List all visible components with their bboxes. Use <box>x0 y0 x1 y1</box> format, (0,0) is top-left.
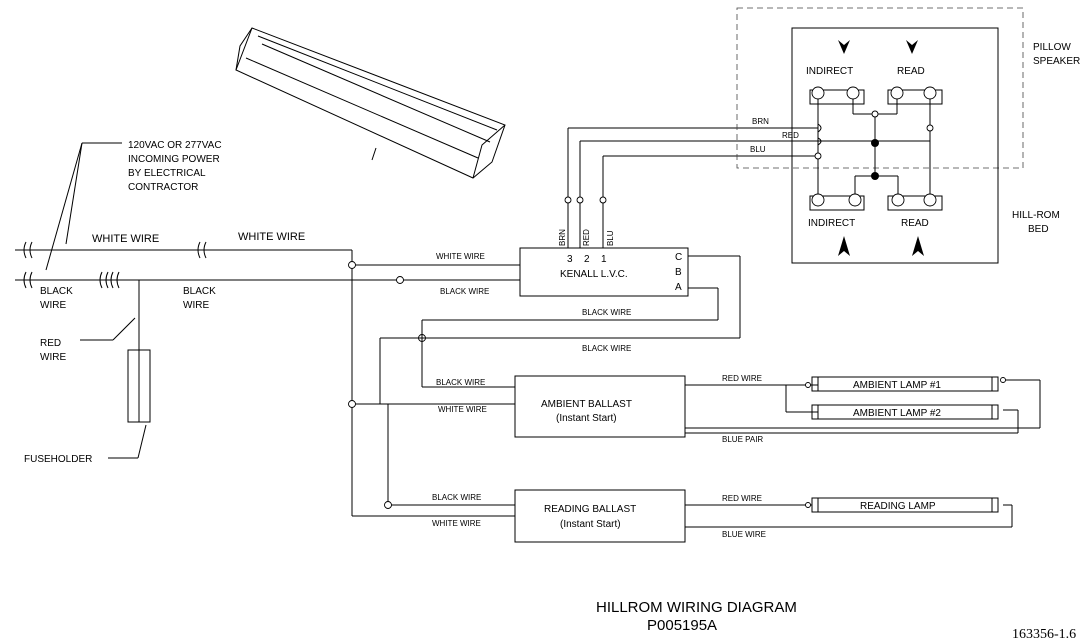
ambient-lamp-1: AMBIENT LAMP #1 <box>811 376 999 392</box>
black-wire-label-mid-1: BLACK <box>183 286 216 297</box>
reading-white-wire-label: WHITE WIRE <box>432 519 481 528</box>
drawing-number: P005195A <box>647 617 717 634</box>
indirect-arrow-top-icon <box>838 40 850 54</box>
ambient-ballast-name: AMBIENT BALLAST <box>541 399 632 410</box>
black-wire-label-mid-2: WIRE <box>183 300 209 311</box>
lvc-output-wiring <box>379 255 741 404</box>
diagram-title: HILLROM WIRING DIAGRAM <box>596 599 797 616</box>
blu-label-vertical: BLU <box>606 230 615 246</box>
read-arrow-bottom-icon <box>912 236 924 256</box>
pillow-speaker-label-1: PILLOW <box>1033 42 1071 53</box>
blue-pair-label: BLUE PAIR <box>722 435 763 444</box>
reading-output-wiring <box>685 502 1013 528</box>
read-label-bottom: READ <box>901 218 929 229</box>
indirect-arrow-bottom-icon <box>838 236 850 256</box>
power-note: 120VAC OR 277VAC INCOMING POWER BY ELECT… <box>45 140 222 271</box>
red-wire-label-2: WIRE <box>40 352 66 363</box>
supply-wiring <box>15 241 520 517</box>
reading-red-wire-label: RED WIRE <box>722 494 762 503</box>
lvc-terminal-3: 3 <box>567 254 573 265</box>
reading-ballast-name: READING BALLAST <box>544 504 636 515</box>
light-fixture-illustration <box>235 27 506 179</box>
power-note-line-4: CONTRACTOR <box>128 182 198 193</box>
lvc-terminal-c: C <box>675 252 682 263</box>
ambient-red-wire-label: RED WIRE <box>722 374 762 383</box>
ambient-ballast: AMBIENT BALLAST (Instant Start) <box>514 375 686 438</box>
lvc-white-wire-label: WHITE WIRE <box>436 252 485 261</box>
reading-lamp: READING LAMP <box>811 497 999 513</box>
red-label: RED <box>782 131 799 140</box>
black-wire-label-a: BLACK WIRE <box>582 308 631 317</box>
fuseholder-label: FUSEHOLDER <box>24 454 92 465</box>
lvc-terminal-b: B <box>675 267 682 278</box>
read-arrow-top-icon <box>906 40 918 54</box>
blue-wire-label: BLUE WIRE <box>722 530 766 539</box>
black-wire-label-left-2: WIRE <box>40 300 66 311</box>
pillow-speaker-label-2: SPEAKER <box>1033 56 1080 67</box>
ambient-white-wire-label: WHITE WIRE <box>438 405 487 414</box>
red-label-vertical: RED <box>582 229 591 246</box>
reading-lamp-label: READING LAMP <box>860 501 936 512</box>
lvc-terminal-1: 1 <box>601 254 607 265</box>
red-wire-label-1: RED <box>40 338 61 349</box>
hill-rom-bed-label-2: BED <box>1028 224 1049 235</box>
ambient-black-wire-label: BLACK WIRE <box>436 378 485 387</box>
indirect-label-top: INDIRECT <box>806 66 853 77</box>
black-wire-label-c: BLACK WIRE <box>582 344 631 353</box>
kenall-lvc: KENALL L.V.C. 3 2 1 C B A <box>519 247 689 297</box>
power-note-line-2: INCOMING POWER <box>128 154 220 165</box>
black-wire-label-left-1: BLACK <box>40 286 73 297</box>
power-note-line-1: 120VAC OR 277VAC <box>128 140 222 151</box>
blu-label: BLU <box>750 145 766 154</box>
ambient-lamp-2: AMBIENT LAMP #2 <box>811 404 999 420</box>
white-wire-label-1: WHITE WIRE <box>92 233 159 245</box>
lvc-terminal-a: A <box>675 282 682 293</box>
brn-label-vertical: BRN <box>558 229 567 246</box>
lvc-name: KENALL L.V.C. <box>560 269 628 280</box>
hill-rom-bed-label-1: HILL-ROM <box>1012 210 1060 221</box>
read-label-top: READ <box>897 66 925 77</box>
ambient-lamp-1-label: AMBIENT LAMP #1 <box>853 380 941 391</box>
ambient-output-wiring <box>685 377 1041 434</box>
white-wire-label-2: WHITE WIRE <box>238 231 305 243</box>
lvc-terminal-2: 2 <box>584 254 590 265</box>
brn-label: BRN <box>752 117 769 126</box>
ambient-lamp-2-label: AMBIENT LAMP #2 <box>853 408 941 419</box>
power-note-line-3: BY ELECTRICAL <box>128 168 206 179</box>
reading-ballast-sub: (Instant Start) <box>560 519 621 530</box>
reading-ballast: READING BALLAST (Instant Start) <box>514 489 686 543</box>
ambient-ballast-sub: (Instant Start) <box>556 413 617 424</box>
lvc-black-wire-label: BLACK WIRE <box>440 287 489 296</box>
indirect-label-bottom: INDIRECT <box>808 218 855 229</box>
document-code: 163356-1.6 <box>1012 627 1076 638</box>
reading-black-wire-label: BLACK WIRE <box>432 493 481 502</box>
pillow-speaker: PILLOW SPEAKER HILL-ROM BED INDIRECT REA… <box>736 7 1080 264</box>
